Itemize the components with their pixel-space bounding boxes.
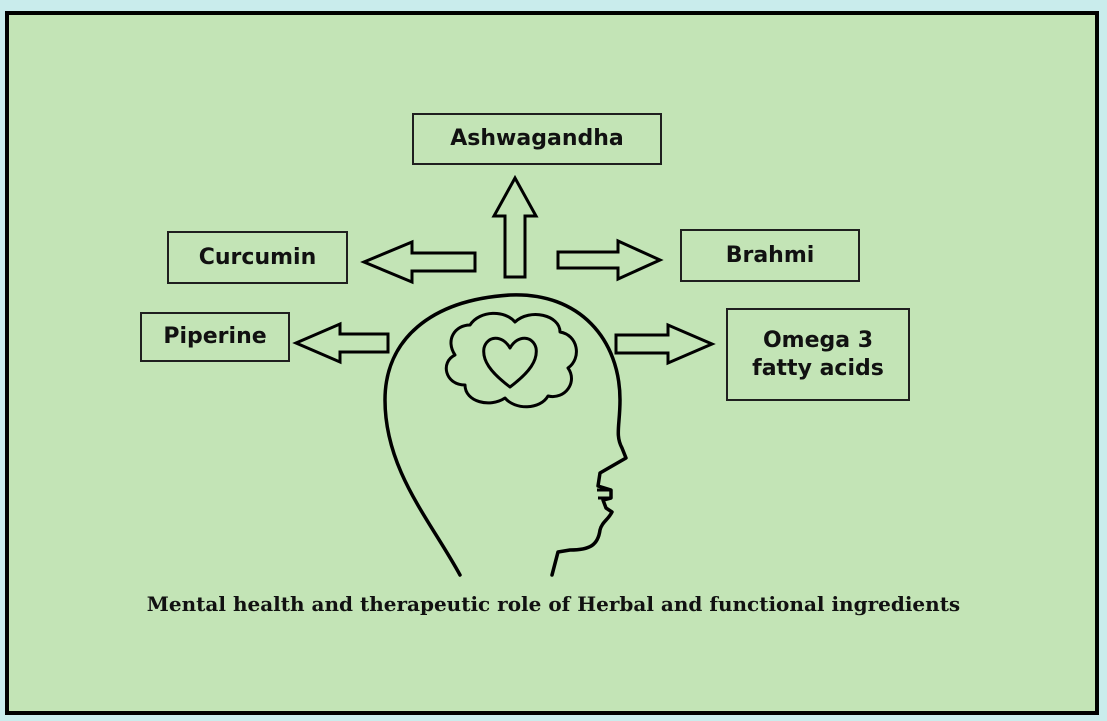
- arrow-right-lower-icon: [616, 325, 712, 363]
- ingredient-box-ashwagandha: Ashwagandha: [412, 113, 662, 165]
- ingredient-box-omega-3: Omega 3 fatty acids: [726, 308, 910, 401]
- ingredient-label-brahmi: Brahmi: [726, 242, 815, 270]
- arrow-left-icon: [364, 242, 475, 282]
- head-silhouette-icon: [385, 295, 626, 575]
- brain-icon: [446, 313, 576, 406]
- arrow-up-icon: [494, 178, 536, 277]
- ingredient-label-ashwagandha: Ashwagandha: [450, 125, 623, 153]
- ingredient-label-piperine: Piperine: [163, 323, 266, 351]
- ingredient-box-curcumin: Curcumin: [167, 231, 348, 284]
- heart-icon: [484, 338, 537, 387]
- arrow-right-icon: [558, 241, 660, 279]
- ingredient-box-brahmi: Brahmi: [680, 229, 860, 282]
- ingredient-box-piperine: Piperine: [140, 312, 290, 362]
- arrow-left-lower-icon: [296, 324, 388, 362]
- diagram-caption: Mental health and therapeutic role of He…: [0, 592, 1107, 616]
- ingredient-label-curcumin: Curcumin: [199, 244, 317, 272]
- ingredient-label-omega-3: Omega 3 fatty acids: [752, 327, 884, 383]
